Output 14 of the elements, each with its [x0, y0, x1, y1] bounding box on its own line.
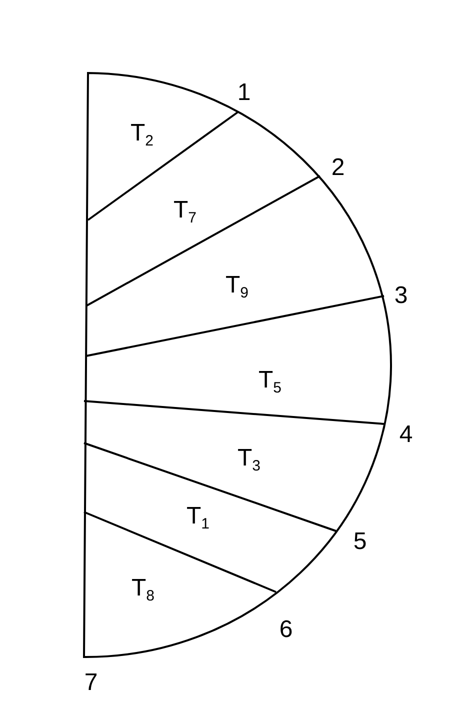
- region-label: T$_{9}$: [226, 274, 248, 300]
- region-label: T$_{3}$: [238, 446, 260, 474]
- region-label: T$_{5}$: [258, 368, 282, 396]
- region-label: T$_{8}$: [132, 576, 154, 604]
- region-label: T$_{2}$: [130, 122, 154, 148]
- point-number: 5: [353, 530, 367, 554]
- point-number: 6: [279, 618, 293, 642]
- point-number: 1: [237, 81, 251, 105]
- region-label: T$_{7}$: [174, 198, 196, 226]
- point-number: 3: [394, 284, 408, 308]
- point-number: 4: [399, 423, 413, 447]
- point-number: 2: [331, 156, 345, 180]
- region-label: T$_{1}$: [186, 504, 210, 532]
- point-number: 7: [84, 671, 98, 695]
